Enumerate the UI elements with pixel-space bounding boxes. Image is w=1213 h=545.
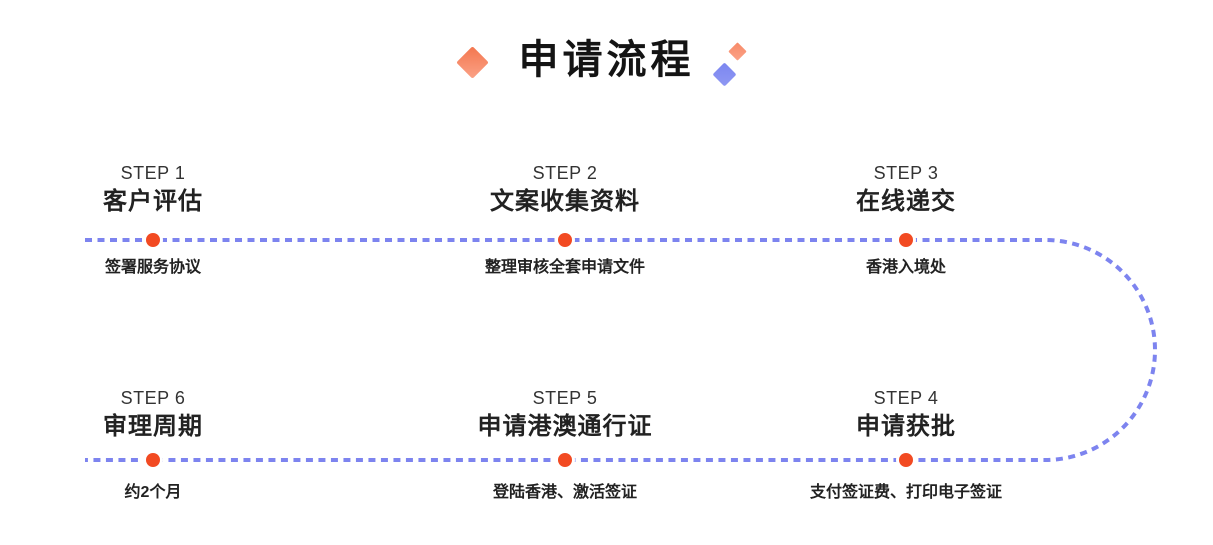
step-label: STEP 5 [532,388,598,408]
step-dot [896,450,916,470]
step-3: STEP 3 在线递交 香港入境处 [736,162,1076,278]
step-dot [555,230,575,250]
step-2: STEP 2 文案收集资料 整理审核全套申请文件 [395,162,735,278]
step-label: STEP 3 [873,163,939,183]
step-label: STEP 6 [120,388,186,408]
step-description: 支付签证费、打印电子签证 [809,484,1002,501]
step-label: STEP 1 [120,163,186,183]
step-4: STEP 4 申请获批 支付签证费、打印电子签证 [736,387,1076,503]
step-5: STEP 5 申请港澳通行证 登陆香港、激活签证 [395,387,735,503]
step-1: STEP 1 客户评估 签署服务协议 [0,162,323,278]
step-name: 文案收集资料 [490,188,640,215]
step-label: STEP 2 [532,163,598,183]
flow-line [85,238,1157,462]
step-description: 登陆香港、激活签证 [492,484,637,501]
step-description: 约2个月 [124,484,182,501]
step-description: 香港入境处 [865,259,946,276]
step-dot [896,230,916,250]
step-dot [143,450,163,470]
step-name: 客户评估 [103,188,203,215]
step-dot [555,450,575,470]
step-label: STEP 4 [873,388,939,408]
step-name: 在线递交 [856,188,956,215]
step-name: 申请港澳通行证 [477,413,653,440]
step-name: 审理周期 [103,413,203,440]
step-description: 签署服务协议 [104,259,201,276]
page-title: 申请流程 [518,38,695,82]
step-name: 申请获批 [856,413,956,440]
step-description: 整理审核全套申请文件 [484,259,645,276]
step-6: STEP 6 审理周期 约2个月 [0,387,323,503]
step-dot [143,230,163,250]
